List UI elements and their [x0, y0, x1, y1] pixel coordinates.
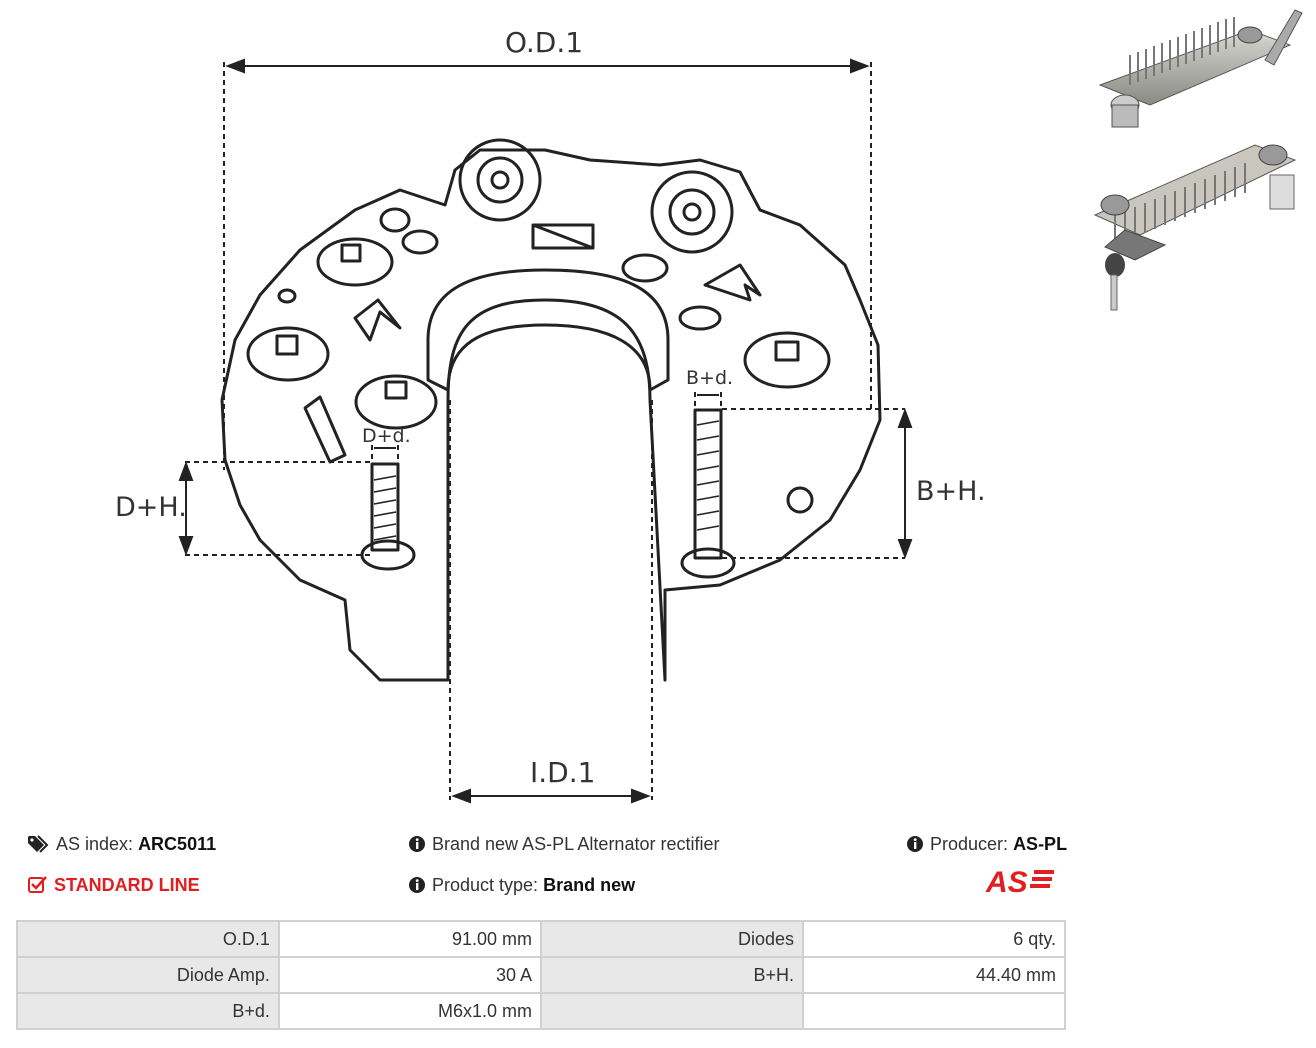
table-row: B+d. M6x1.0 mm [16, 992, 1066, 1030]
bh-label: B+H. [916, 476, 986, 507]
specs-table: O.D.1 91.00 mm Diodes 6 qty. Diode Amp. … [16, 920, 1066, 1030]
spec-label: O.D.1 [16, 920, 280, 958]
spec-label: Diodes [539, 920, 805, 958]
spec-label [539, 992, 805, 1030]
table-row: O.D.1 91.00 mm Diodes 6 qty. [16, 920, 1066, 958]
product-type: Product type: Brand new [408, 875, 635, 896]
info-icon [907, 836, 923, 852]
info-icon [409, 836, 425, 852]
as-index: AS index: ARC5011 [28, 834, 216, 855]
spec-value: 6 qty. [802, 920, 1066, 958]
inner-opening [426, 268, 670, 392]
product-line: STANDARD LINE [28, 875, 200, 896]
checkbox-icon [28, 876, 47, 893]
spec-value: 44.40 mm [802, 956, 1066, 994]
product-type-label: Product type: [432, 875, 539, 895]
dd-label: D+d. [362, 425, 411, 447]
producer: Producer: AS-PL [906, 834, 1067, 855]
description-text: Brand new AS-PL Alternator rectifier [432, 834, 720, 854]
rectifier-technical-drawing: O.D.1 I.D.1 B+d. D+d. B+H. D+H. [115, 26, 986, 804]
producer-label: Producer: [930, 834, 1009, 854]
product-photo-bottom [1093, 144, 1297, 311]
spec-label: B+H. [539, 956, 805, 994]
as-index-label: AS index: [56, 834, 134, 854]
spec-value [802, 992, 1066, 1030]
spec-value: 30 A [277, 956, 543, 994]
spec-value: 91.00 mm [277, 920, 543, 958]
info-icon [409, 877, 425, 893]
table-row: Diode Amp. 30 A B+H. 44.40 mm [16, 956, 1066, 994]
bd-label: B+d. [686, 367, 733, 389]
producer-value: AS-PL [1013, 834, 1068, 854]
product-type-value: Brand new [543, 875, 636, 895]
as-pl-logo: AS [985, 866, 1054, 899]
tag-icon [28, 835, 49, 853]
id-label: I.D.1 [530, 756, 595, 789]
spec-value: M6x1.0 mm [277, 992, 543, 1030]
product-photo-top [1098, 9, 1303, 128]
od-label: O.D.1 [505, 26, 583, 59]
description: Brand new AS-PL Alternator rectifier [408, 834, 719, 855]
logo-text: AS [985, 866, 1028, 899]
line-label: STANDARD LINE [54, 875, 200, 895]
as-index-value: ARC5011 [138, 834, 217, 854]
rectifier-outline [220, 148, 882, 682]
spec-label: B+d. [16, 992, 280, 1030]
spec-label: Diode Amp. [16, 956, 280, 994]
dh-label: D+H. [115, 492, 187, 523]
